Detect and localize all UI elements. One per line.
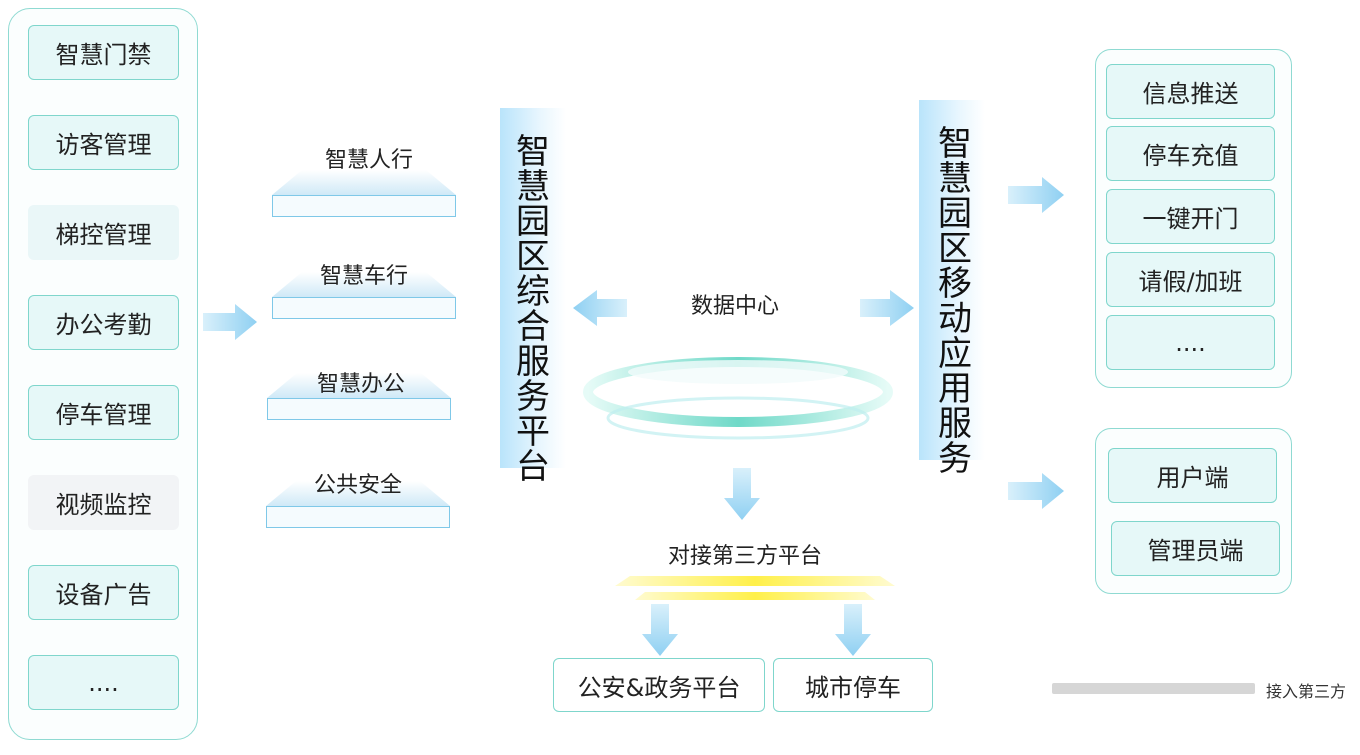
arrow-right-to-mobile <box>860 290 914 326</box>
left-item-parking-management: 停车管理 <box>28 385 179 440</box>
platform-label-pedestrian: 智慧人行 <box>324 148 413 173</box>
left-item-device-advertising: 设备广告 <box>28 565 179 620</box>
arrow-left-to-integrated <box>573 290 627 326</box>
app-item-one-key-open: 一键开门 <box>1106 189 1275 244</box>
integrated-char: 合 <box>516 307 550 347</box>
integrated-platform-title: 智 慧 园 区 综 合 服 务 平 台 <box>500 135 566 485</box>
integrated-char: 服 <box>516 342 550 382</box>
integrated-char: 务 <box>516 377 550 417</box>
third-party-bars <box>615 576 895 600</box>
mobile-char: 智 <box>938 124 972 164</box>
mobile-char: 服 <box>938 404 972 444</box>
left-item-video-surveillance: 视频监控 <box>28 475 179 530</box>
arrow-right-to-clients <box>1008 473 1064 509</box>
app-item-more: .... <box>1106 315 1275 370</box>
left-item-elevator-control: 梯控管理 <box>28 205 179 260</box>
mobile-service-column <box>919 100 985 460</box>
integrated-char: 智 <box>516 132 550 172</box>
left-item-attendance: 办公考勤 <box>28 295 179 350</box>
mobile-char: 应 <box>938 334 972 374</box>
arrow-right-left-panel <box>203 304 257 340</box>
arrow-down-to-third-party <box>724 468 760 520</box>
mobile-service-title: 智 慧 园 区 移 动 应 用 服 务 <box>922 127 988 477</box>
integrated-char: 综 <box>516 272 550 312</box>
data-center-ring <box>583 357 893 440</box>
integrated-platform-column <box>500 108 566 468</box>
left-item-visitor-management: 访客管理 <box>28 115 179 170</box>
left-item-access-control: 智慧门禁 <box>28 25 179 80</box>
arrow-right-to-apps <box>1008 177 1064 213</box>
legend-bar <box>1052 683 1255 694</box>
platform-plate-pedestrian <box>272 195 456 217</box>
app-item-push-notification: 信息推送 <box>1106 64 1275 119</box>
platform-label-vehicle: 智慧车行 <box>319 264 408 289</box>
mobile-char: 动 <box>938 299 972 339</box>
platform-label-office: 智慧办公 <box>316 372 405 397</box>
platform-plate-office <box>267 398 451 420</box>
platform-plate-vehicle <box>272 297 456 319</box>
integrated-char: 平 <box>516 412 550 452</box>
integrated-char: 区 <box>516 237 550 277</box>
left-item-more: .... <box>28 655 179 710</box>
data-center-label: 数据中心 <box>690 294 779 319</box>
integrated-char: 慧 <box>516 167 550 207</box>
third-party-title: 对接第三方平台 <box>667 544 822 569</box>
third-party-city-parking: 城市停车 <box>773 658 933 712</box>
app-item-parking-recharge: 停车充值 <box>1106 126 1275 181</box>
platform-plate-tops <box>266 170 456 506</box>
platform-plate-public-safety <box>266 506 450 528</box>
app-item-leave-overtime: 请假/加班 <box>1106 252 1275 307</box>
mobile-char: 园 <box>938 194 972 234</box>
mobile-char: 慧 <box>938 159 972 199</box>
mobile-char: 区 <box>938 229 972 269</box>
mobile-char: 务 <box>938 439 972 479</box>
arrow-down-to-police <box>642 604 678 656</box>
integrated-char: 台 <box>516 447 550 487</box>
legend-label: 接入第三方 <box>1266 682 1347 701</box>
third-party-police-gov: 公安&政务平台 <box>553 658 765 712</box>
client-user: 用户端 <box>1108 448 1277 503</box>
mobile-char: 移 <box>938 264 972 304</box>
mobile-char: 用 <box>938 369 972 409</box>
arrow-down-to-city-parking <box>835 604 871 656</box>
platform-label-public-safety: 公共安全 <box>313 473 402 498</box>
integrated-char: 园 <box>516 202 550 242</box>
client-admin: 管理员端 <box>1111 521 1280 576</box>
